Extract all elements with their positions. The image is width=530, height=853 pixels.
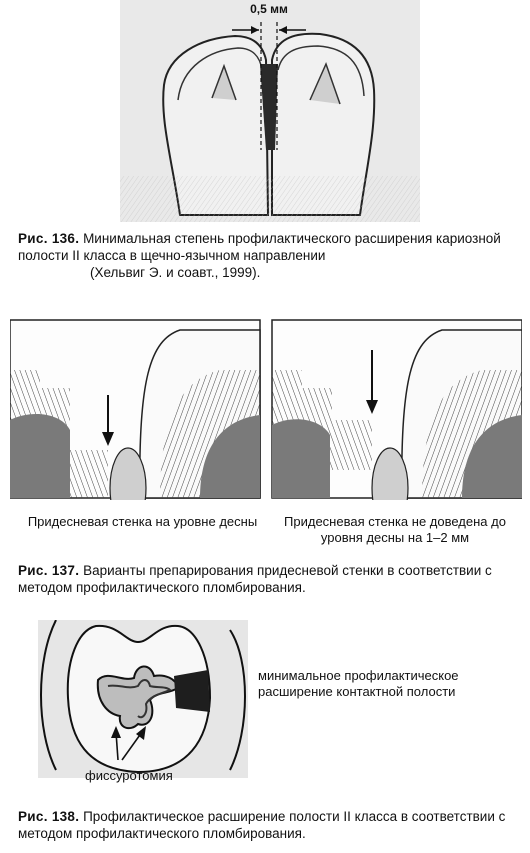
right-tooth — [271, 32, 376, 216]
right-panel — [271, 319, 522, 500]
fig138-annotation-bottom: фиссуротомия — [85, 768, 173, 783]
caption-text: Варианты препарирования придесневой стен… — [18, 563, 492, 595]
left-panel — [10, 319, 261, 500]
caption-138: Рис. 138. Профилактическое расширение по… — [18, 808, 518, 842]
caption-label: Рис. 137. — [18, 563, 80, 578]
cavity-prep — [260, 64, 278, 150]
figure-137-illustration — [10, 300, 522, 500]
contact-cavity-extension — [174, 670, 210, 712]
caption-text: Профилактическое расширение полости II к… — [18, 809, 506, 841]
measure-label: 0,5 мм — [250, 2, 288, 16]
caption-reference: (Хельвиг Э. и соавт., 1999). — [90, 265, 261, 280]
fig137-right-label: Придесневая стенка не доведена до уровня… — [284, 514, 506, 545]
caption-137: Рис. 137. Варианты препарирования придес… — [18, 562, 518, 596]
caption-136: Рис. 136. Минимальная степень профилакти… — [18, 230, 518, 281]
caption-label: Рис. 138. — [18, 809, 80, 824]
figure-136-illustration: 0,5 мм — [120, 0, 420, 222]
fig138-annotation-right: минимальное профилактическое расширение … — [258, 668, 459, 699]
left-tooth — [162, 34, 270, 216]
caption-text: Минимальная степень профилактического ра… — [18, 231, 501, 263]
caption-label: Рис. 136. — [18, 231, 80, 246]
figure-138-illustration — [38, 620, 248, 778]
fig137-left-label: Придесневая стенка на уровне десны — [27, 514, 258, 529]
